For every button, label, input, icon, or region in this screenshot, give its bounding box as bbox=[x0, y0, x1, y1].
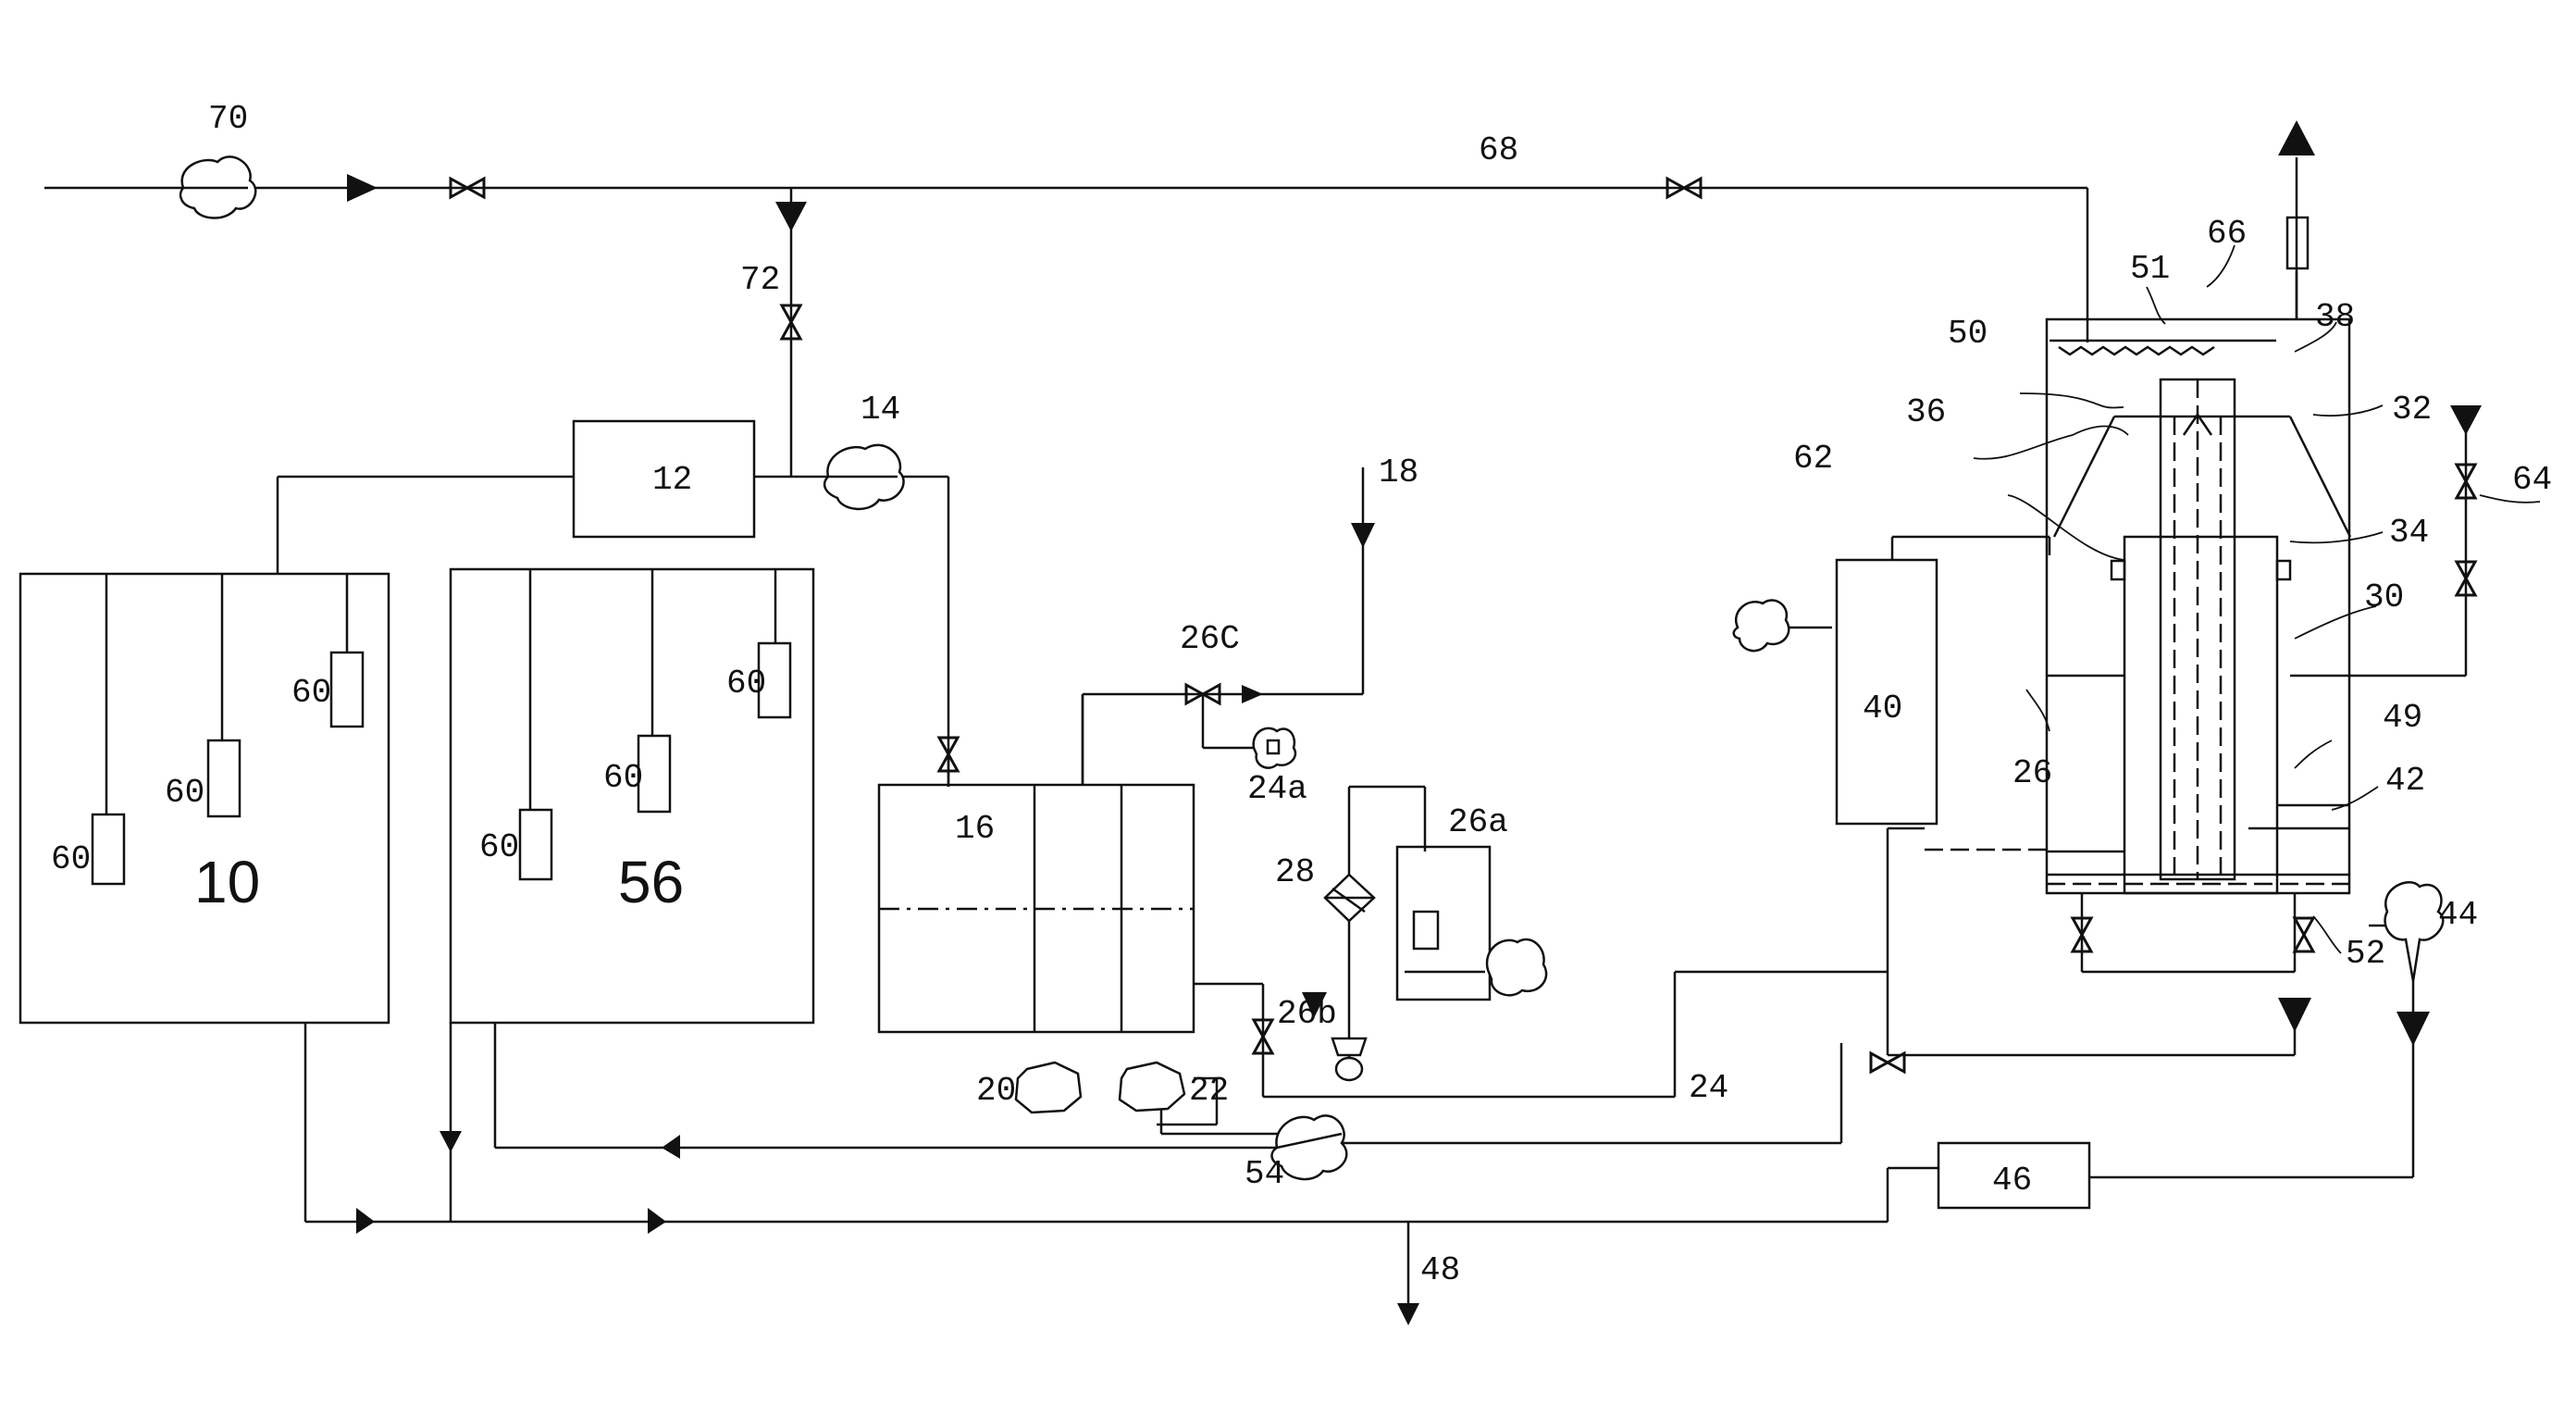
label-60-f: 60 bbox=[726, 665, 766, 702]
label-40: 40 bbox=[1863, 690, 1902, 727]
label-66: 66 bbox=[2207, 215, 2247, 253]
label-60-a: 60 bbox=[51, 840, 91, 878]
label-36: 36 bbox=[1906, 393, 1946, 431]
label-62: 62 bbox=[1793, 440, 1833, 478]
label-70: 70 bbox=[208, 100, 248, 138]
label-24: 24 bbox=[1689, 1069, 1728, 1107]
pump-44-icon bbox=[2384, 881, 2445, 982]
label-54: 54 bbox=[1245, 1155, 1284, 1193]
label-20: 20 bbox=[976, 1072, 1016, 1110]
mixer-22-icon bbox=[1118, 1061, 1186, 1112]
label-72: 72 bbox=[740, 261, 780, 299]
label-26: 26 bbox=[2012, 754, 2052, 792]
label-50: 50 bbox=[1948, 315, 1988, 353]
labels: 70 68 72 14 12 18 60 60 60 10 60 60 60 5… bbox=[51, 100, 2552, 1289]
label-18: 18 bbox=[1379, 454, 1418, 491]
leader-lines bbox=[1973, 244, 2541, 954]
label-12: 12 bbox=[652, 461, 692, 499]
label-34: 34 bbox=[2389, 514, 2429, 552]
blower-40-icon bbox=[1732, 599, 1790, 653]
label-22: 22 bbox=[1189, 1072, 1229, 1110]
label-44: 44 bbox=[2438, 896, 2478, 934]
label-24a: 24a bbox=[1247, 770, 1307, 808]
label-60-d: 60 bbox=[479, 828, 519, 866]
scrubber-column bbox=[1925, 317, 2352, 926]
label-28: 28 bbox=[1275, 853, 1315, 891]
label-56: 56 bbox=[618, 849, 684, 915]
label-14: 14 bbox=[861, 391, 900, 429]
label-46: 46 bbox=[1992, 1162, 2032, 1199]
label-48: 48 bbox=[1420, 1251, 1460, 1289]
label-68: 68 bbox=[1479, 131, 1518, 169]
label-26c: 26C bbox=[1180, 620, 1240, 658]
label-49: 49 bbox=[2383, 699, 2422, 737]
tank-10 bbox=[19, 572, 390, 1025]
label-10: 10 bbox=[194, 849, 260, 915]
flow-arrows bbox=[347, 120, 2482, 1325]
label-30: 30 bbox=[2364, 578, 2404, 616]
mixer-20-icon bbox=[1014, 1061, 1083, 1114]
label-51: 51 bbox=[2130, 250, 2170, 288]
valves bbox=[449, 177, 2477, 1074]
label-26a: 26a bbox=[1448, 803, 1508, 841]
label-42: 42 bbox=[2385, 762, 2425, 800]
label-60-e: 60 bbox=[603, 759, 643, 797]
label-32: 32 bbox=[2392, 391, 2432, 429]
label-60-b: 60 bbox=[165, 774, 204, 812]
pipes bbox=[44, 157, 2468, 1314]
label-64: 64 bbox=[2512, 461, 2552, 499]
box-46 bbox=[1937, 1141, 2091, 1210]
valve-26b-icon bbox=[1331, 1037, 1368, 1057]
box-40 bbox=[1835, 558, 1938, 826]
label-16: 16 bbox=[955, 810, 995, 848]
tank-56 bbox=[449, 567, 815, 1025]
motor-26a-icon bbox=[1485, 938, 1548, 997]
label-52: 52 bbox=[2346, 935, 2385, 973]
label-26b: 26b bbox=[1277, 995, 1337, 1033]
pump-54-icon bbox=[1270, 1114, 1348, 1181]
box-26a bbox=[1395, 845, 1492, 1001]
box-12 bbox=[572, 419, 756, 539]
label-38: 38 bbox=[2315, 298, 2355, 336]
label-60-c: 60 bbox=[291, 674, 331, 712]
